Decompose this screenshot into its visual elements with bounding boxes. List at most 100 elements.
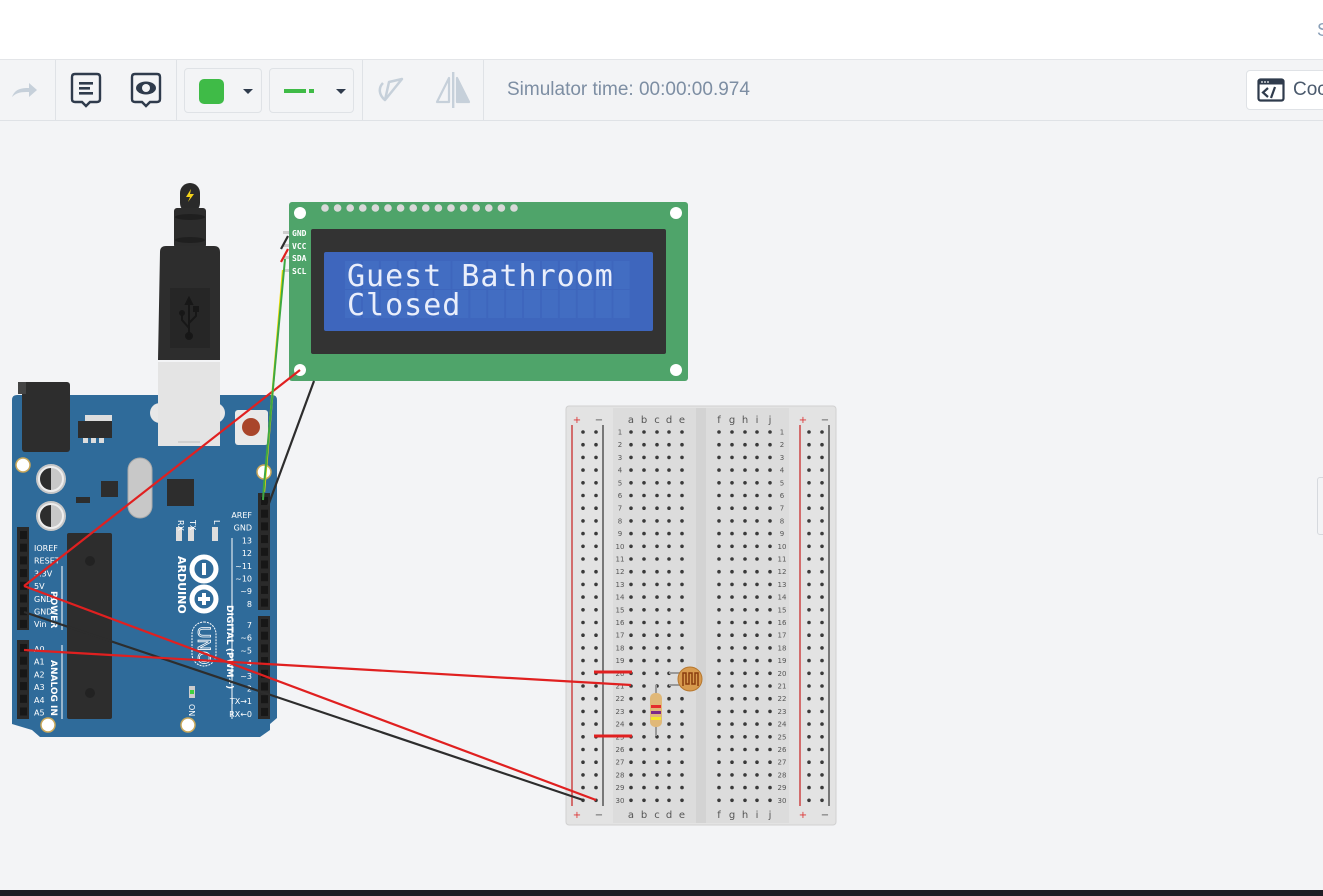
rail-label: − [821, 415, 829, 426]
lcd-cell [434, 290, 451, 318]
arduino-uno[interactable]: RX TX L ON ARDUINO UNO IOREFRESET3.3V5VG… [12, 362, 277, 737]
fill-color-dropdown[interactable] [184, 68, 262, 113]
pin-label: A3 [34, 683, 45, 692]
header-socket[interactable] [20, 607, 27, 616]
row-number: 8 [780, 517, 784, 525]
column-letter: g [729, 415, 735, 426]
header-socket[interactable] [261, 535, 268, 544]
pin-label: GND [34, 595, 52, 604]
color-swatch-icon [199, 79, 224, 104]
column-letter: e [679, 810, 685, 821]
lcd-pin-gnd: GND [292, 229, 307, 238]
row-number: 23 [616, 708, 625, 716]
power-header[interactable] [17, 527, 29, 630]
header-socket[interactable] [20, 694, 27, 703]
lcd-cell [470, 290, 487, 318]
header-socket[interactable] [20, 581, 27, 590]
wire-5v-rail[interactable] [23, 584, 597, 802]
row-number: 12 [778, 568, 787, 576]
lcd-cell [524, 261, 540, 289]
lcd-pin-vcc: VCC [292, 242, 307, 251]
line-style-icon [284, 89, 314, 93]
lcd-cell [577, 290, 594, 318]
pin-label: IOREF [34, 544, 58, 553]
wire-a0[interactable] [23, 648, 632, 687]
header-socket[interactable] [20, 619, 27, 628]
code-button[interactable]: Coc [1246, 70, 1323, 110]
header-socket[interactable] [261, 619, 268, 627]
row-number: 7 [618, 505, 622, 513]
header-socket[interactable] [261, 695, 268, 704]
header-socket[interactable] [261, 598, 268, 607]
row-number: 4 [780, 467, 785, 475]
header-socket[interactable] [20, 682, 27, 691]
header-socket[interactable] [20, 531, 27, 539]
row-number: 11 [616, 556, 625, 564]
photoresistor[interactable] [669, 666, 703, 692]
wire-gnd-lcd[interactable] [266, 380, 316, 507]
header-socket[interactable] [20, 594, 27, 603]
resistor[interactable] [650, 685, 662, 736]
wires[interactable] [23, 235, 632, 802]
header-socket[interactable] [20, 556, 27, 565]
led-label-tx: TX [188, 519, 197, 531]
header-socket[interactable] [20, 543, 27, 552]
rotate-button[interactable] [372, 70, 408, 110]
arduino-logo: ARDUINO UNO [175, 554, 219, 667]
lcd-cell [506, 290, 523, 318]
visibility-button[interactable] [130, 70, 162, 110]
header-socket[interactable] [261, 585, 268, 594]
lcd-cell [416, 290, 433, 318]
pin-label: A0 [34, 645, 45, 654]
wire-gnd-rail[interactable] [23, 610, 584, 802]
column-letter: b [641, 810, 647, 821]
pin-label: 7 [247, 621, 252, 630]
mirror-button[interactable] [432, 70, 474, 110]
header-socket[interactable] [261, 631, 268, 640]
header-socket[interactable] [261, 509, 268, 518]
header-socket[interactable] [261, 669, 268, 678]
row-number: 15 [616, 606, 625, 614]
notes-button[interactable] [70, 70, 102, 110]
eye-bubble-icon [130, 72, 162, 108]
wire-sda[interactable] [262, 258, 286, 501]
header-socket[interactable] [261, 707, 268, 716]
header-socket[interactable] [20, 669, 27, 678]
header-socket[interactable] [20, 569, 27, 578]
row-number: 10 [778, 543, 787, 551]
chevron-down-icon [336, 89, 346, 94]
side-panel-tab[interactable] [1317, 477, 1323, 535]
header-socket[interactable] [261, 682, 268, 691]
row-number: 13 [778, 581, 787, 589]
header-socket[interactable] [261, 560, 268, 569]
column-letter: i [756, 415, 759, 426]
pin-label: RX←0 [229, 710, 252, 719]
column-letter: i [756, 810, 759, 821]
column-letter: c [654, 810, 660, 821]
header-socket[interactable] [261, 522, 268, 531]
header-socket[interactable] [20, 707, 27, 716]
header-socket[interactable] [261, 547, 268, 556]
row-number: 22 [778, 695, 787, 703]
header-socket[interactable] [261, 497, 268, 505]
wire-5v-lcd-vcc[interactable] [23, 369, 301, 587]
code-window-icon [1257, 78, 1285, 102]
header-socket[interactable] [20, 644, 27, 652]
power-led [190, 690, 194, 694]
digital-header-bottom[interactable] [258, 616, 270, 719]
row-number: 17 [778, 632, 787, 640]
row-number: 2 [618, 441, 622, 449]
redo-button[interactable] [6, 70, 42, 110]
lcd-cell [416, 261, 433, 289]
taskbar [0, 890, 1323, 896]
lcd-cell [398, 261, 415, 289]
line-style-dropdown[interactable] [269, 68, 354, 113]
redo-arrow-icon [12, 83, 37, 97]
header-socket[interactable] [261, 657, 268, 666]
header-socket[interactable] [20, 656, 27, 665]
header-socket[interactable] [261, 573, 268, 582]
header-socket[interactable] [261, 644, 268, 653]
lcd-16x2-i2c[interactable]: Guest Bathroom Closed GND VCC SDA SCL [283, 202, 688, 381]
